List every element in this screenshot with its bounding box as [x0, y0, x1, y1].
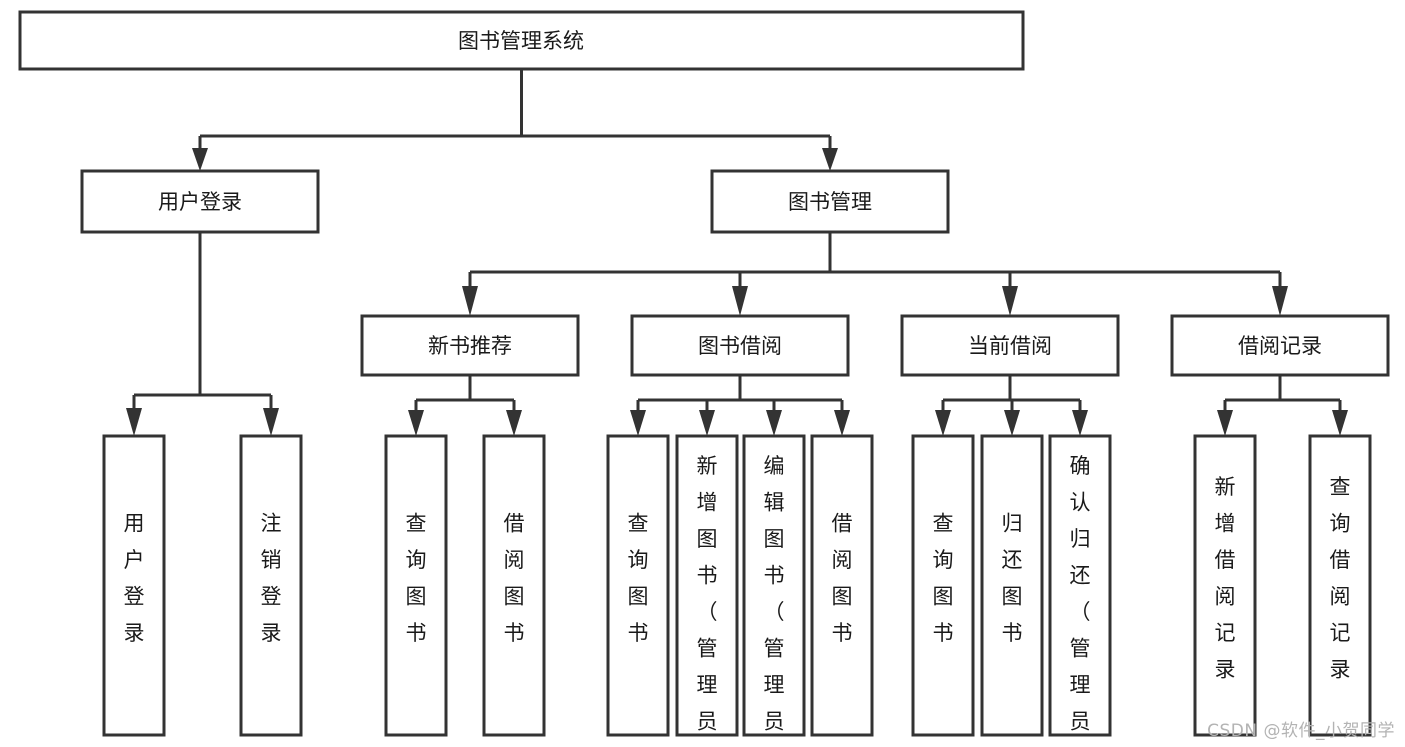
- node-leaf-query-book-2-box[interactable]: [606, 434, 670, 737]
- node-leaf-borrow-book-2-box[interactable]: [810, 434, 874, 737]
- arrow-head-new-book-recommend: [462, 286, 478, 316]
- node-current-borrow-box[interactable]: [900, 314, 1120, 377]
- node-current-borrow-label: 当前借阅: [968, 334, 1052, 358]
- node-leaf-query-book-2-label: 查询图书: [628, 511, 649, 645]
- arrow-head-leaf-query-book-1: [408, 410, 424, 436]
- node-leaf-query-borrow-record-box[interactable]: [1308, 434, 1372, 737]
- node-leaf-add-borrow-record[interactable]: 新增借阅记录: [1193, 434, 1257, 737]
- node-root-label: 图书管理系统: [458, 29, 584, 53]
- node-leaf-confirm-return-admin[interactable]: 确认归还（管理员）: [1048, 434, 1112, 747]
- node-new-book-recommend-box[interactable]: [360, 314, 580, 377]
- arrow-head-book-borrow: [732, 286, 748, 316]
- arrow-head-borrow-record: [1272, 286, 1288, 316]
- node-leaf-edit-book-admin[interactable]: 编辑图书（管理员）: [742, 434, 806, 747]
- node-root[interactable]: 图书管理系统: [18, 10, 1025, 71]
- node-leaf-borrow-book-2[interactable]: 借阅图书: [810, 434, 874, 737]
- node-leaf-confirm-return-admin-label: 确认归还（管理员）: [1070, 454, 1091, 747]
- arrow-head-leaf-user-login: [126, 408, 142, 436]
- arrow-head-leaf-add-borrow-record: [1217, 410, 1233, 436]
- node-root-box[interactable]: [18, 10, 1025, 71]
- node-leaf-add-book-admin[interactable]: 新增图书（管理员）: [675, 434, 739, 747]
- arrow-head-leaf-query-book-3: [935, 410, 951, 436]
- node-leaf-borrow-book-1-label: 借阅图书: [504, 511, 525, 645]
- node-leaf-query-book-3-box[interactable]: [911, 434, 975, 737]
- node-borrow-record-box[interactable]: [1170, 314, 1390, 377]
- connector-layer: [126, 69, 1348, 436]
- arrow-head-current-borrow: [1002, 286, 1018, 316]
- node-borrow-record-label: 借阅记录: [1238, 334, 1322, 358]
- node-leaf-user-login-box[interactable]: [102, 434, 166, 737]
- arrow-head-leaf-borrow-book-1: [506, 410, 522, 436]
- node-leaf-return-book-label: 归还图书: [1002, 511, 1023, 645]
- arrow-head-leaf-query-borrow-record: [1332, 410, 1348, 436]
- arrow-head-leaf-edit-book-admin: [766, 410, 782, 436]
- node-leaf-edit-book-admin-label: 编辑图书（管理员）: [764, 454, 785, 747]
- arrow-head-user-login: [192, 148, 208, 171]
- node-leaf-logout-login-label: 注销登录: [261, 511, 282, 645]
- node-leaf-query-book-3[interactable]: 查询图书: [911, 434, 975, 737]
- node-leaf-logout-login[interactable]: 注销登录: [239, 434, 303, 737]
- node-leaf-add-book-admin-label: 新增图书（管理员）: [697, 454, 718, 747]
- node-leaf-query-book-1-label: 查询图书: [406, 511, 427, 645]
- node-leaf-query-book-2[interactable]: 查询图书: [606, 434, 670, 737]
- node-leaf-query-borrow-record[interactable]: 查询借阅记录: [1308, 434, 1372, 737]
- node-leaf-borrow-book-2-label: 借阅图书: [832, 511, 853, 645]
- arrow-head-leaf-confirm-return-admin: [1072, 410, 1088, 436]
- node-new-book-recommend[interactable]: 新书推荐: [360, 314, 580, 377]
- node-leaf-return-book[interactable]: 归还图书: [980, 434, 1044, 737]
- node-user-login-label: 用户登录: [158, 190, 242, 214]
- node-leaf-query-book-1-box[interactable]: [384, 434, 448, 737]
- node-leaf-confirm-return-admin-box[interactable]: [1048, 434, 1112, 737]
- node-new-book-recommend-label: 新书推荐: [428, 334, 512, 358]
- node-book-manage-label: 图书管理: [788, 190, 872, 214]
- node-leaf-add-borrow-record-box[interactable]: [1193, 434, 1257, 737]
- node-book-borrow-box[interactable]: [630, 314, 850, 377]
- node-book-manage[interactable]: 图书管理: [710, 169, 950, 234]
- node-book-manage-box[interactable]: [710, 169, 950, 234]
- node-user-login-box[interactable]: [80, 169, 320, 234]
- node-leaf-logout-login-box[interactable]: [239, 434, 303, 737]
- arrow-head-leaf-borrow-book-2: [834, 410, 850, 436]
- node-leaf-borrow-book-1[interactable]: 借阅图书: [482, 434, 546, 737]
- arrow-head-leaf-add-book-admin: [699, 410, 715, 436]
- node-book-borrow-label: 图书借阅: [698, 334, 782, 358]
- node-leaf-add-borrow-record-label: 新增借阅记录: [1215, 475, 1236, 681]
- node-leaf-user-login-label: 用户登录: [124, 511, 145, 645]
- node-user-login[interactable]: 用户登录: [80, 169, 320, 234]
- node-borrow-record[interactable]: 借阅记录: [1170, 314, 1390, 377]
- arrow-head-leaf-logout-login: [263, 408, 279, 436]
- arrow-head-book-manage: [822, 148, 838, 171]
- node-leaf-query-book-1[interactable]: 查询图书: [384, 434, 448, 737]
- node-leaf-query-book-3-label: 查询图书: [933, 511, 954, 645]
- node-leaf-add-book-admin-box[interactable]: [675, 434, 739, 737]
- node-leaf-edit-book-admin-box[interactable]: [742, 434, 806, 737]
- node-leaf-borrow-book-1-box[interactable]: [482, 434, 546, 737]
- node-leaf-user-login[interactable]: 用户登录: [102, 434, 166, 737]
- node-current-borrow[interactable]: 当前借阅: [900, 314, 1120, 377]
- node-leaf-query-borrow-record-label: 查询借阅记录: [1330, 475, 1351, 681]
- node-book-borrow[interactable]: 图书借阅: [630, 314, 850, 377]
- node-leaf-return-book-box[interactable]: [980, 434, 1044, 737]
- arrow-head-leaf-return-book: [1004, 410, 1020, 436]
- arrow-head-leaf-query-book-2: [630, 410, 646, 436]
